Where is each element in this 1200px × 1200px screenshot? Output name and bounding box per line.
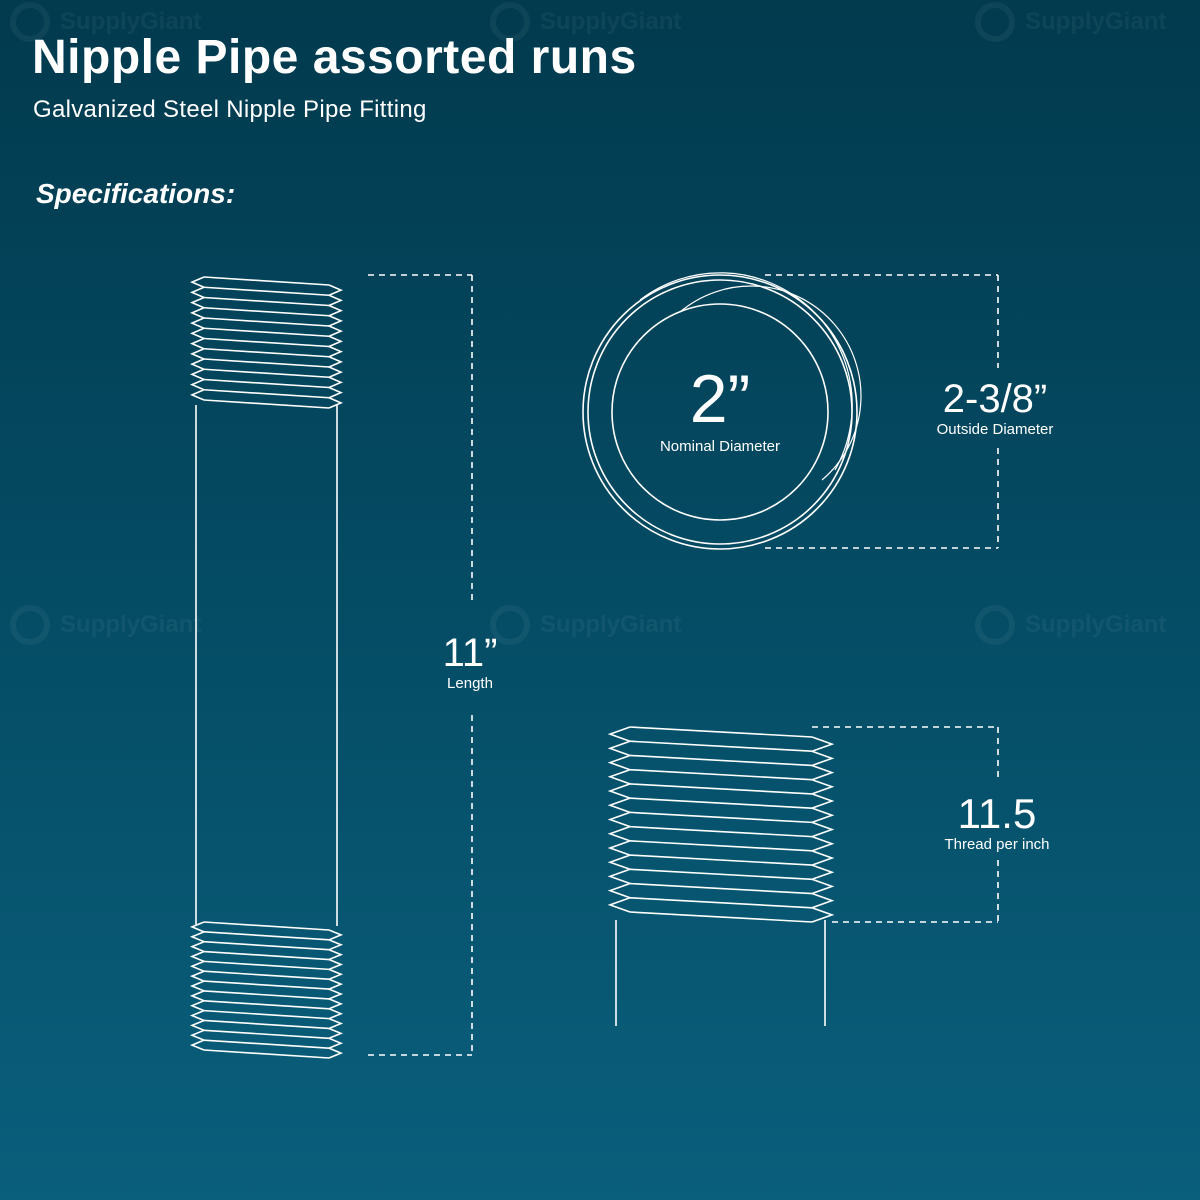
- outer-ring-outer: [582, 274, 858, 550]
- watermark-logo-icon: [490, 605, 530, 645]
- nominal-value: 2”: [690, 361, 750, 437]
- thread-crest-line: [203, 990, 330, 1000]
- watermark-text: SupplyGiant: [540, 8, 682, 35]
- outside-diameter-dimension: [765, 274, 999, 549]
- length-dimension: [368, 274, 473, 1056]
- thread-crest-line: [629, 783, 813, 795]
- watermark-logo-icon: [975, 2, 1015, 42]
- thread-crest-line: [629, 754, 813, 767]
- watermark-text: SupplyGiant: [1025, 8, 1167, 35]
- thread-crest-line: [203, 388, 330, 399]
- watermark: SupplyGiant: [490, 2, 681, 42]
- watermark: SupplyGiant: [10, 605, 201, 645]
- outer-shading-arc: [639, 272, 853, 471]
- thread-crest-line: [629, 840, 813, 852]
- thread-crest-line: [629, 896, 813, 909]
- page-subtitle: Galvanized Steel Nipple Pipe Fitting: [33, 96, 427, 123]
- long-pipe: [189, 276, 344, 1059]
- watermark-text: SupplyGiant: [60, 611, 202, 638]
- bottom-thread-section: [189, 921, 344, 1059]
- top-thread-section: [189, 276, 344, 409]
- thread-crest-line: [629, 797, 813, 809]
- length-value: 11”: [443, 631, 498, 675]
- thread-value: 11.5: [958, 790, 1037, 837]
- thread-profile-left: [607, 726, 633, 913]
- thread-crest-line: [203, 1049, 330, 1059]
- thread-profile-right: [326, 284, 344, 409]
- thread-crest-line: [629, 868, 813, 881]
- thread-crest-line: [203, 980, 330, 990]
- thread-crest-line: [203, 950, 330, 961]
- thread-crest-line: [203, 931, 330, 941]
- watermark: SupplyGiant: [490, 605, 681, 645]
- thread-crest-line: [203, 1009, 330, 1020]
- thread-crest-line: [203, 921, 330, 931]
- thread-crest-line: [203, 1019, 330, 1030]
- thread-profile-left: [189, 276, 207, 401]
- thread-crest-line: [203, 1029, 330, 1040]
- thread-crest-line: [203, 347, 330, 358]
- thread-profile-right: [809, 736, 835, 923]
- watermark-logo-icon: [490, 2, 530, 42]
- bore-circle: [611, 303, 829, 521]
- thread-crest-line: [203, 306, 330, 317]
- thread-crest-line: [203, 940, 330, 951]
- thread-crest-line: [629, 811, 813, 824]
- length-label: Length: [447, 675, 493, 692]
- thread-crest-line: [203, 970, 330, 981]
- nominal-label: Nominal Diameter: [660, 438, 780, 455]
- thread-detail: [607, 726, 835, 1026]
- pipe-cross-section: [582, 272, 862, 550]
- thread-crest-line: [203, 960, 330, 971]
- thread-dimension: [812, 726, 999, 923]
- watermark-text: SupplyGiant: [540, 611, 682, 638]
- outside-value: 2-3/8”: [943, 377, 1048, 421]
- thread-crest-line: [629, 911, 813, 923]
- thread-crest-line: [629, 726, 813, 738]
- thread-crest-line: [203, 399, 330, 409]
- thread-crest-line: [203, 317, 330, 327]
- thread-crest-line: [203, 368, 330, 379]
- thread-crest-line: [629, 882, 813, 895]
- watermark-logo-icon: [975, 605, 1015, 645]
- inner-shading-arc: [679, 285, 862, 481]
- thread-label: Thread per inch: [944, 836, 1049, 853]
- thread-crest-line: [203, 999, 330, 1010]
- thread-crest-line: [203, 327, 330, 338]
- watermark-logo-icon: [10, 605, 50, 645]
- thread-crest-line: [203, 358, 330, 368]
- thread-crest-line: [629, 768, 813, 781]
- specifications-heading: Specifications:: [36, 178, 236, 209]
- thread-crest-line: [203, 286, 330, 297]
- detail-thread-section: [607, 726, 835, 923]
- watermark: SupplyGiant: [975, 605, 1166, 645]
- thread-profile-left: [189, 921, 207, 1051]
- outside-label: Outside Diameter: [937, 421, 1054, 438]
- watermark-text: SupplyGiant: [60, 8, 202, 35]
- thread-crest-line: [203, 1039, 330, 1049]
- thread-crest-line: [629, 854, 813, 866]
- thread-crest-line: [203, 276, 330, 286]
- watermark: SupplyGiant: [10, 2, 201, 42]
- thread-crest-line: [203, 296, 330, 307]
- thread-crest-line: [629, 740, 813, 753]
- thread-profile-right: [326, 929, 344, 1059]
- watermark-text: SupplyGiant: [1025, 611, 1167, 638]
- thread-crest-line: [203, 378, 330, 389]
- thread-crest-line: [203, 337, 330, 348]
- watermark-logo-icon: [10, 2, 50, 42]
- watermark: SupplyGiant: [975, 2, 1166, 42]
- thread-crest-line: [629, 825, 813, 838]
- page-title: Nipple Pipe assorted runs: [32, 31, 637, 84]
